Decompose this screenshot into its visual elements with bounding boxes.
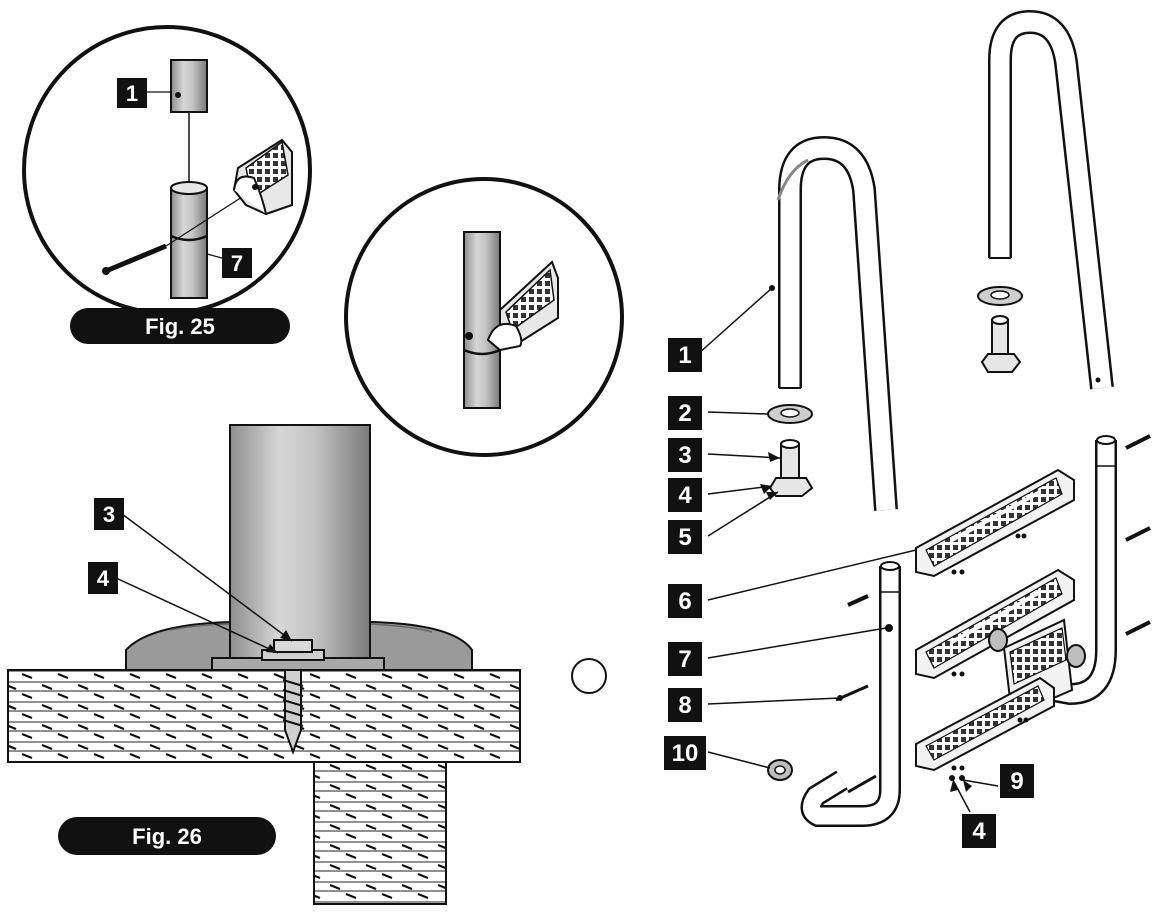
fig26-post <box>229 424 371 661</box>
fig26-callout-4 <box>88 562 118 594</box>
fig25-detail: 1 7 Fig. 25 <box>22 25 312 344</box>
end-cap <box>767 759 793 781</box>
fig26-callout-4-text: 4 <box>97 566 110 591</box>
callout-5-text: 5 <box>678 524 691 551</box>
callout-10 <box>664 736 706 770</box>
callout-9 <box>1000 764 1034 798</box>
fig26-caption: Fig. 26 <box>132 824 202 849</box>
fig26-deck <box>7 669 521 763</box>
fig25-callout-1-text: 1 <box>126 81 138 106</box>
callout-2-text: 2 <box>678 400 691 427</box>
front-side-rail <box>800 561 901 827</box>
callout-1-text: 1 <box>678 342 691 369</box>
callout-4-lower <box>962 814 996 848</box>
fig25-caption: Fig. 25 <box>145 314 215 339</box>
left-handrail <box>769 135 898 511</box>
callout-4-lower-text: 4 <box>972 818 986 845</box>
callout-10-text: 10 <box>672 740 699 767</box>
callout-7-text: 7 <box>678 646 691 673</box>
leader-lines <box>697 287 999 813</box>
callout-3 <box>668 438 702 472</box>
rear-side-rail <box>1046 435 1117 706</box>
callout-3-text: 3 <box>678 442 691 469</box>
back-escutcheon <box>977 286 1023 306</box>
back-anchor <box>980 315 1022 373</box>
callout-6 <box>668 584 702 618</box>
step-middle <box>915 568 1075 680</box>
fig25-caption-pill <box>70 308 290 344</box>
callout-4 <box>668 478 702 512</box>
step-joint-pipe <box>463 231 501 409</box>
front-anchor <box>768 439 814 497</box>
callout-6-text: 6 <box>678 588 691 615</box>
callout-2 <box>668 396 702 430</box>
fig26-callout-3 <box>94 498 124 530</box>
small-circle-mark <box>571 658 607 694</box>
step-pins <box>835 434 1151 702</box>
callout-7 <box>668 642 702 676</box>
fig26-joist <box>313 761 447 905</box>
fig26-caption-pill <box>58 817 276 855</box>
callout-1 <box>668 338 702 372</box>
fig25-callout-1 <box>117 78 147 108</box>
exploded-ladder: 1 2 3 4 5 6 7 8 10 9 4 <box>664 9 1151 848</box>
step-joint-step <box>486 260 559 352</box>
step-joint-detail <box>344 177 624 457</box>
fig25-lower-pipe <box>170 187 208 299</box>
fig25-callout-7-text: 7 <box>231 251 243 276</box>
fig25-upper-pipe <box>170 59 208 113</box>
step-top <box>915 468 1075 578</box>
step-bottom <box>915 676 1055 772</box>
callout-4-text: 4 <box>678 482 692 509</box>
fig26-callout-3-text: 3 <box>103 502 115 527</box>
front-escutcheon <box>767 404 813 424</box>
callout-5 <box>668 520 702 554</box>
fig25-callout-7 <box>222 248 252 278</box>
fig26-bolt-head <box>273 639 313 653</box>
fig26-section: 3 4 Fig. 26 <box>7 424 521 905</box>
callout-8 <box>668 688 702 722</box>
callout-8-text: 8 <box>678 692 691 719</box>
fig25-pin <box>105 243 167 274</box>
callout-9-text: 9 <box>1010 768 1023 795</box>
fig25-step-bracket <box>232 138 293 216</box>
right-handrail <box>988 9 1114 390</box>
